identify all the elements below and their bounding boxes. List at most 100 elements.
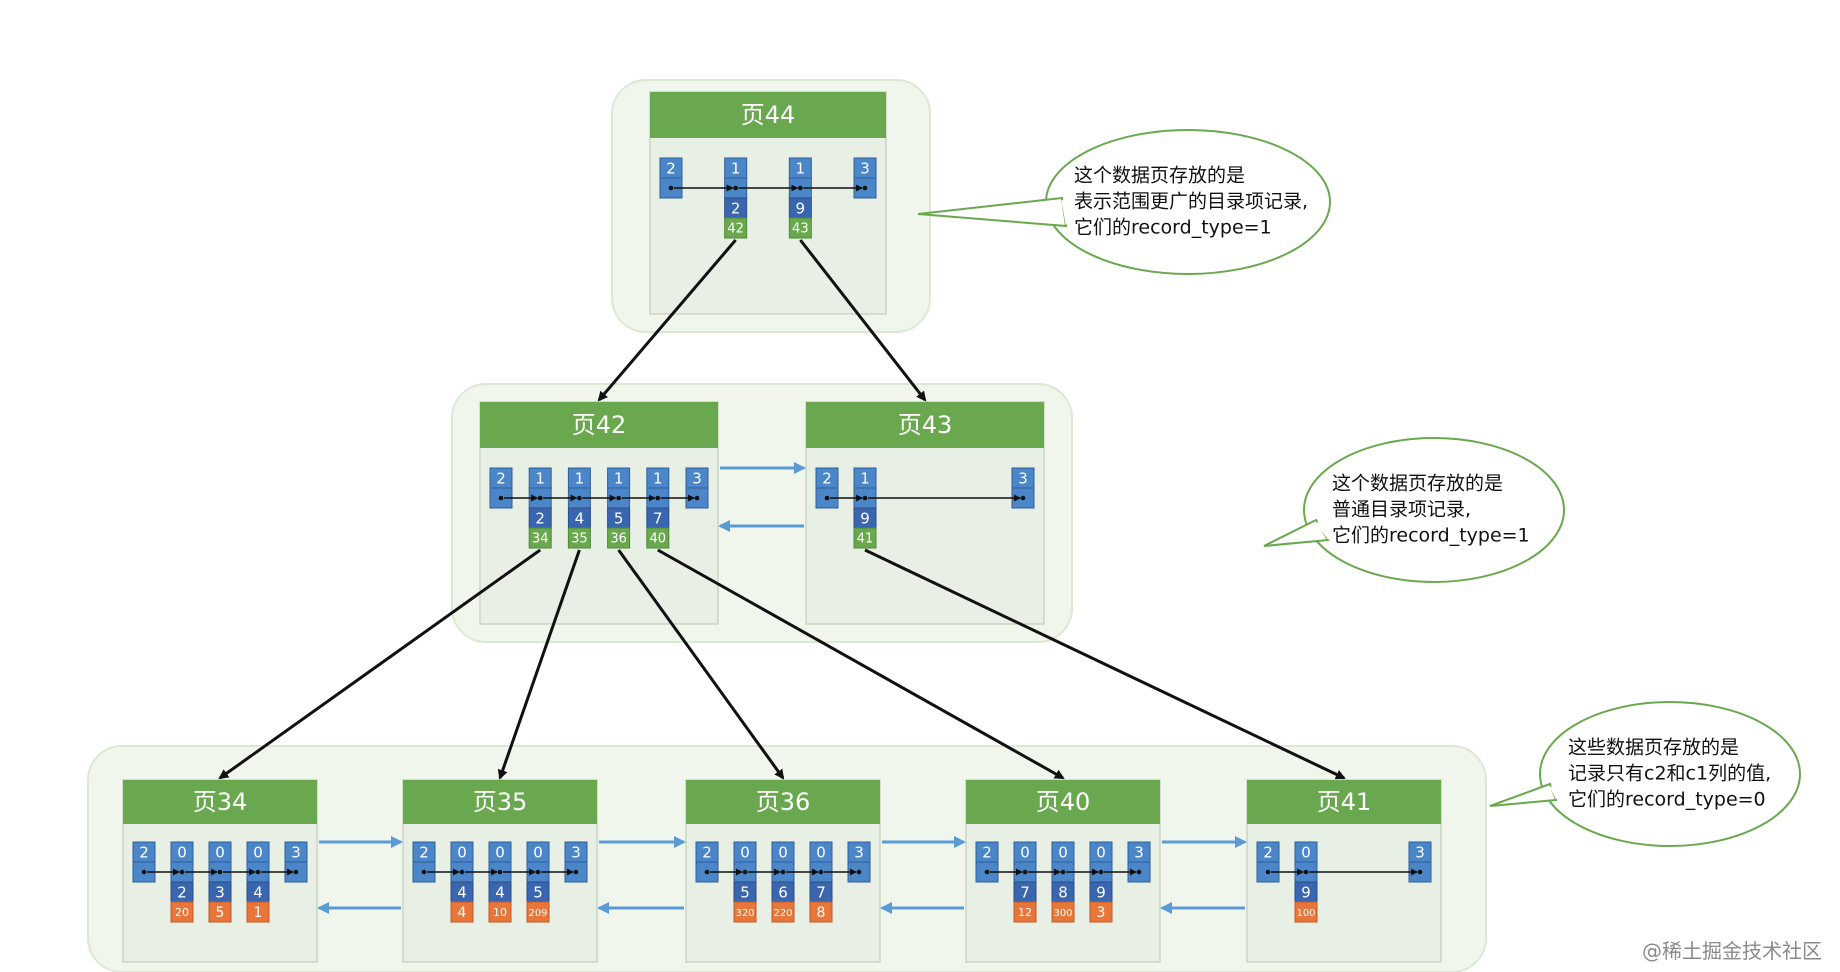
callout-line: 记录只有c2和c1列的值, [1568,763,1771,785]
record-type-label: 1 [575,470,585,488]
record-type-label: 2 [1263,844,1273,862]
value-cell [1089,901,1113,923]
record-type-label: 1 [653,470,663,488]
key-label: 8 [1058,884,1068,902]
record-type-label: 2 [419,844,429,862]
next-pointer-dot [655,495,661,501]
child-pointer-label: 36 [610,532,627,547]
record-type-label: 3 [860,160,870,178]
record: 044 [450,841,474,923]
callout-ellipse [1303,437,1565,583]
child-pointer-label: 35 [571,532,588,547]
record-type-label: 1 [535,470,545,488]
child-pointer-label: 34 [532,532,549,547]
key-label: 7 [1020,884,1030,902]
child-link-arrow [864,548,1346,780]
value-label: 300 [1053,908,1072,919]
callout-seam [1316,520,1332,540]
record: 3 [564,841,588,883]
next-pointer-dot [1098,869,1104,875]
next-pointer-dot [293,869,299,875]
key-label: 4 [495,884,505,902]
child-pointer-cell [724,217,748,239]
callout-line: 普通目录项记录, [1332,499,1471,521]
record-type-label: 2 [496,470,506,488]
value-label: 100 [1296,908,1315,919]
record: 041 [246,841,270,923]
key-label: 4 [457,884,467,902]
next-pointer-dot [421,869,427,875]
page-header [123,780,317,824]
next-pointer-dot [1020,495,1026,501]
record: 2 [695,841,719,883]
next-pointer-dot [856,869,862,875]
next-pointer-dot [497,869,503,875]
key-label: 4 [253,884,263,902]
next-pointer-dot [459,869,465,875]
next-pointer-dot [1022,869,1028,875]
next-pointer-dot [780,869,786,875]
key-label: 5 [740,884,750,902]
record-type-label: 2 [982,844,992,862]
child-pointer-cell [853,527,877,549]
record: 3 [847,841,871,883]
record: 093 [1089,841,1113,923]
record-type-label: 1 [731,160,741,178]
value-cell [809,901,833,923]
value-label: 4 [458,905,467,921]
record-type-label: 0 [1301,844,1311,862]
record-type-label: 0 [778,844,788,862]
child-link-arrow [218,548,542,780]
next-pointer-dot [616,495,621,501]
page-title: 页36 [756,788,811,816]
next-pointer-dot [1265,869,1271,875]
next-pointer-dot [537,495,543,501]
record-type-label: 0 [177,844,187,862]
value-cell [1294,901,1318,923]
value-label: 8 [817,905,826,921]
record: 3 [1408,841,1432,883]
record: 2 [489,467,513,509]
callout-seam [1061,199,1071,225]
key-label: 2 [731,200,741,218]
value-cell [246,901,270,923]
value-label: 320 [735,908,754,919]
value-cell [1013,901,1037,923]
record: 2 [975,841,999,883]
next-pointer-dot [179,869,185,875]
value-label: 5 [216,905,225,921]
key-label: 6 [778,884,788,902]
record: 3 [853,157,877,199]
next-pointer-dot [217,869,223,875]
value-cell [208,901,232,923]
record: 2 [815,467,839,509]
value-cell [1051,901,1075,923]
key-label: 3 [215,884,225,902]
key-label: 4 [575,510,585,528]
page-header [806,402,1044,448]
callout-seam [1549,784,1561,800]
record-type-label: 0 [215,844,225,862]
key-label: 9 [796,200,806,218]
record-type-label: 0 [1096,844,1106,862]
value-cell [450,901,474,923]
page-title: 页41 [1317,788,1372,816]
page-title: 页42 [572,411,627,439]
record-type-label: 2 [666,160,676,178]
